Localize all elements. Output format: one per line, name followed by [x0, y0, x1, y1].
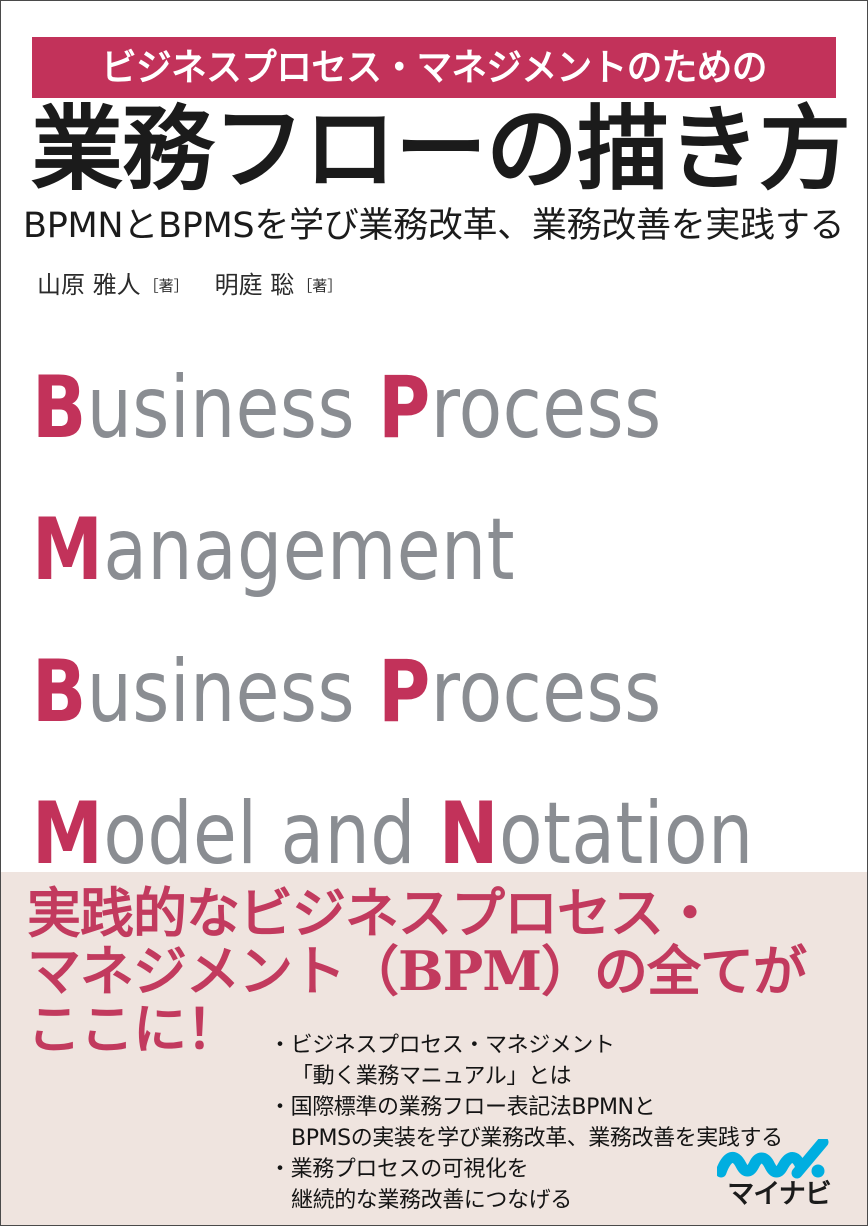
mynavi-wave-icon [717, 1139, 829, 1179]
acronym-word-3b: rocess [430, 642, 662, 742]
acronym-initial-b2: B [32, 642, 87, 742]
author-1-name: 山原 雅人 [37, 271, 141, 299]
tagline-line-1: 実践的なビジネスプロセス・ [27, 881, 717, 945]
acronym-initial-p2: P [378, 642, 431, 742]
acronym-line-4: Model and Notation [32, 763, 777, 905]
list-item: ・国際標準の業務フロー表記法BPMNと [269, 1095, 656, 1120]
acronym-initial-p1: P [378, 358, 431, 458]
acronym-initial-n1: N [438, 784, 499, 884]
list-item: ・業務プロセスの可視化を [269, 1157, 529, 1182]
acronym-word-4b: otation [498, 784, 754, 884]
list-item: ・ビジネスプロセス・マネジメント [269, 1033, 615, 1058]
acronym-line-1: Business Process [32, 337, 777, 479]
tagline-line-2: マネジメント（BPM）の全てが [27, 939, 807, 1003]
acronym-line-2: Management [32, 479, 777, 621]
subtitle: BPMNとBPMSを学び業務改革、業務改善を実践する [23, 206, 845, 246]
kicker-band: ビジネスプロセス・マネジメントのための [32, 37, 836, 98]
acronym-word-1a: usiness [86, 358, 379, 458]
acronym-initial-b1: B [32, 358, 87, 458]
acronym-block: Business Process Management Business Pro… [32, 337, 842, 905]
cover-top-section: ビジネスプロセス・マネジメントのための 業務フローの描き方 BPMNとBPMSを… [1, 1, 867, 884]
acronym-initial-m1: M [32, 500, 104, 600]
publisher-logo: マイナビ [711, 1139, 841, 1219]
authors-line: 山原 雅人［著］明庭 聡［著］ [37, 273, 342, 297]
kicker-text: ビジネスプロセス・マネジメントのための [101, 46, 767, 89]
tagline: 実践的なビジネスプロセス・ マネジメント（BPM）の全てが ここに！ [27, 881, 807, 1061]
acronym-initial-m2: M [32, 784, 104, 884]
bullet-list: ・ビジネスプロセス・マネジメント 「動く業務マニュアル」とは ・国際標準の業務フ… [269, 1030, 829, 1216]
publisher-name: マイナビ [727, 1179, 831, 1210]
acronym-word-4a: odel and [103, 784, 439, 884]
list-item-continuation: 継続的な業務改善につなげる [291, 1188, 572, 1213]
tagline-line-3: ここに！ [27, 997, 240, 1061]
acronym-word-2a: anagement [103, 500, 515, 600]
list-item-continuation: 「動く業務マニュアル」とは [291, 1064, 572, 1089]
list-item-continuation: BPMSの実装を学び業務改革、業務改善を実践する [291, 1126, 783, 1151]
author-2-name: 明庭 聡 [214, 271, 295, 299]
page-title: 業務フローの描き方 [31, 96, 851, 203]
acronym-word-1b: rocess [430, 358, 662, 458]
author-2-role: ［著］ [297, 277, 343, 295]
acronym-word-3a: usiness [86, 642, 379, 742]
acronym-line-3: Business Process [32, 621, 777, 763]
author-1-role: ［著］ [143, 277, 189, 295]
